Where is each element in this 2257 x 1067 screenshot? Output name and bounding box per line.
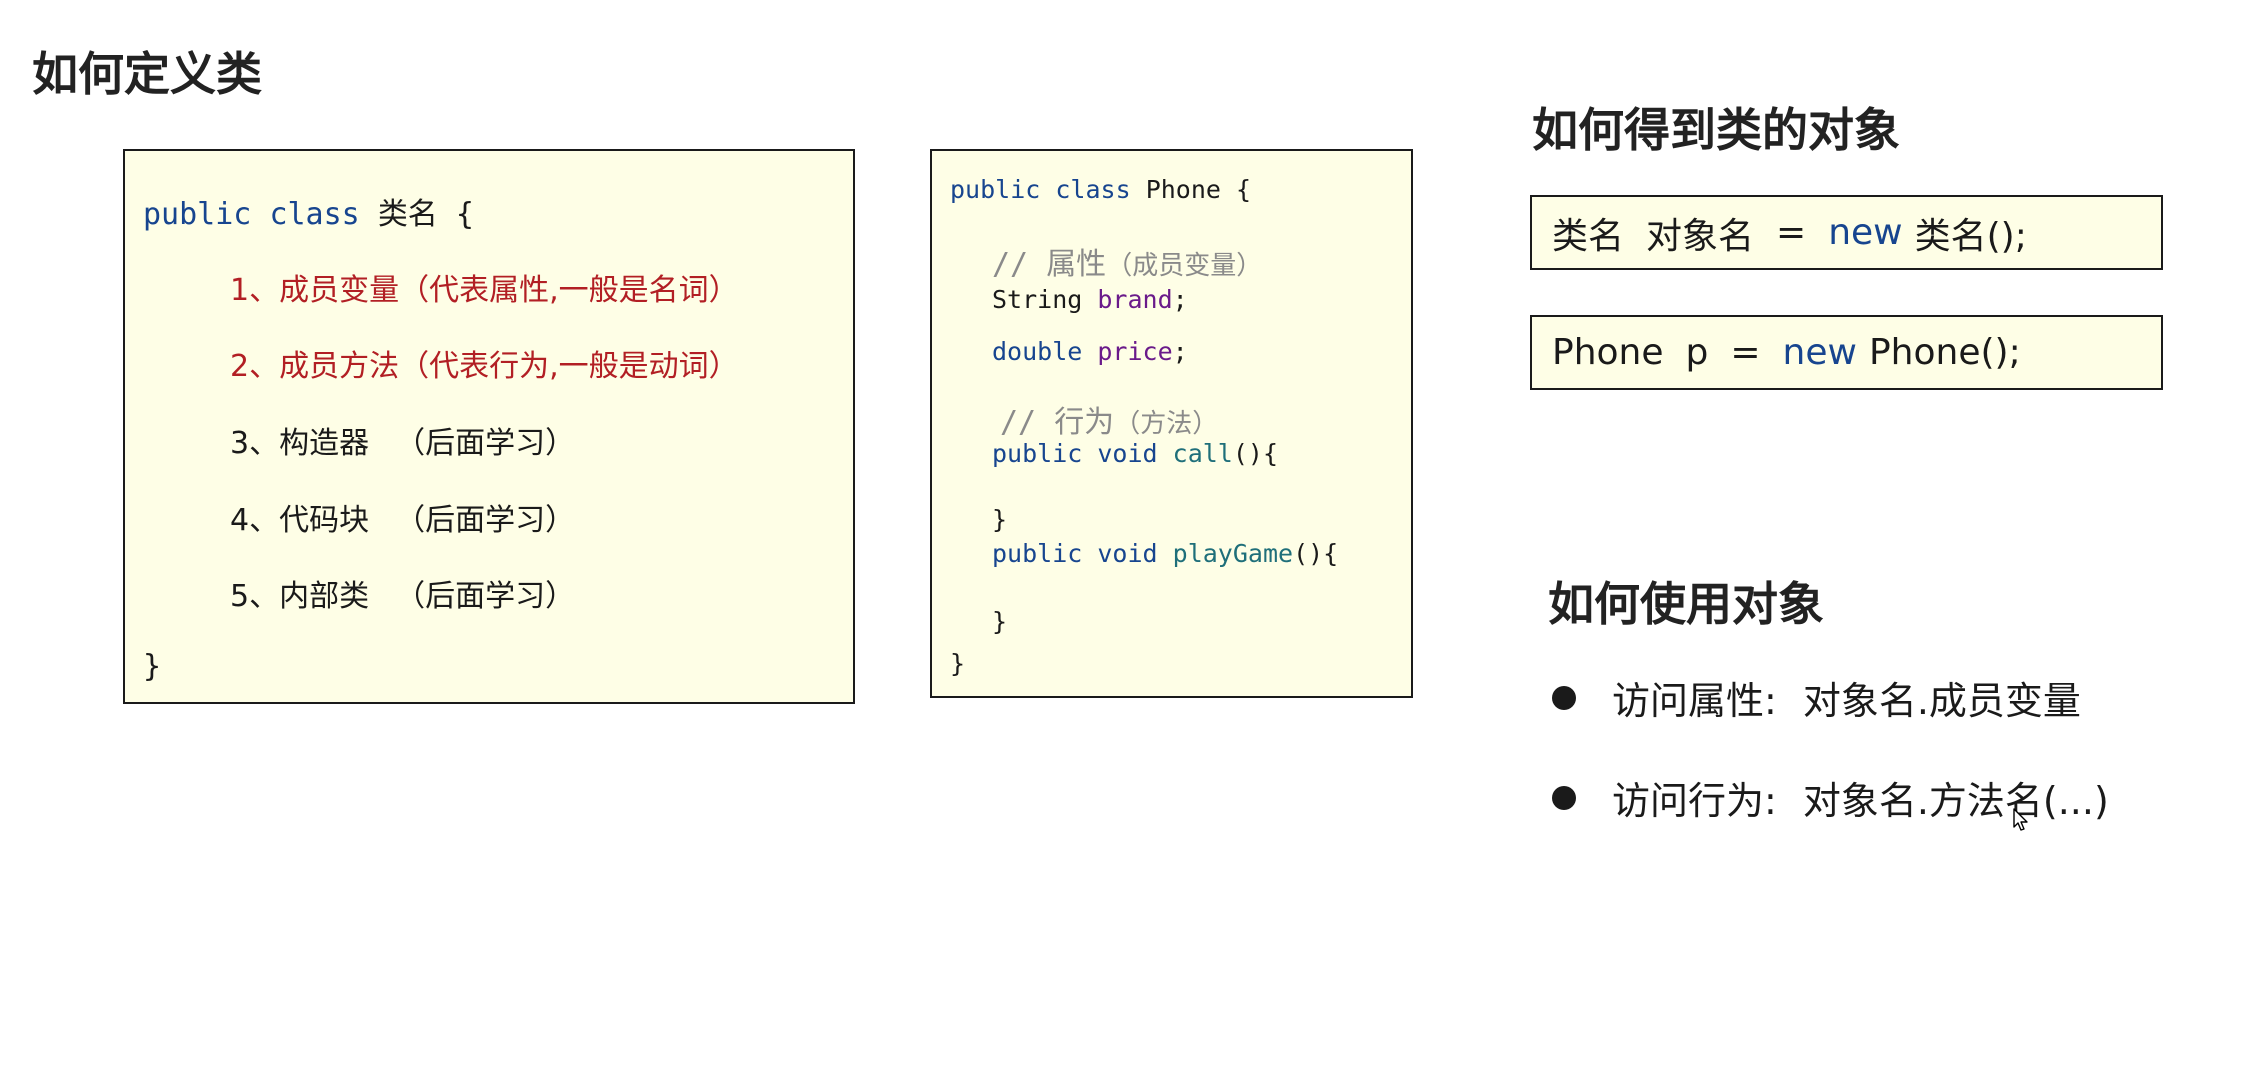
statement-equals: =: [1776, 212, 1807, 253]
comment-word: 行为: [1054, 405, 1115, 440]
class-name-placeholder: 类名: [377, 197, 438, 232]
method-name: playGame: [1172, 539, 1294, 568]
comment-word: 属性: [1046, 247, 1107, 282]
class-close-brace: }: [950, 649, 966, 678]
item-number: 2、: [230, 349, 280, 384]
heading-get-object: 如何得到类的对象: [1532, 103, 1900, 157]
semicolon: ;: [1172, 337, 1188, 366]
method-suffix: (){: [1232, 439, 1279, 468]
keyword-public: public: [992, 539, 1083, 568]
close-brace: }: [143, 649, 162, 684]
statement-constructor: Phone();: [1868, 332, 2021, 373]
item-text: 成员变量（代表属性,一般是名词）: [279, 273, 739, 308]
phone-example-box: public class Phone { // 属性（成员变量） String …: [930, 149, 1413, 698]
field-type: String: [992, 285, 1083, 314]
item-text: 内部类: [279, 579, 370, 614]
open-brace: {: [1236, 175, 1252, 204]
phone-class-header: public class Phone {: [950, 175, 1251, 204]
class-template-item: 1、成员变量（代表属性,一般是名词）: [230, 265, 739, 309]
keyword-public: public: [143, 197, 252, 232]
comment-attributes: // 属性（成员变量）: [992, 239, 1262, 283]
field-price: double price;: [992, 337, 1188, 366]
comment-note: （成员变量）: [1106, 251, 1263, 281]
method-name: call: [1172, 439, 1233, 468]
class-template-item: 4、代码块 （后面学习）: [230, 495, 575, 539]
open-brace: {: [455, 197, 474, 232]
object-creation-example: Phone p = new Phone();: [1530, 315, 2163, 390]
class-template-box: public class 类名 { 1、成员变量（代表属性,一般是名词） 2、成…: [123, 149, 855, 704]
statement-equals: =: [1730, 332, 1761, 373]
statement-new-keyword: new: [1782, 332, 1857, 373]
class-name: Phone: [1145, 175, 1221, 204]
item-note: （后面学习）: [395, 579, 576, 614]
bullet-dot-icon: [1552, 785, 1576, 810]
statement-object-name: 对象名: [1646, 215, 1755, 257]
statement-constructor: 类名();: [1914, 215, 2027, 257]
usage-label: 访问属性:: [1612, 679, 1777, 723]
item-note: （后面学习）: [395, 503, 576, 538]
method-suffix: (){: [1293, 539, 1339, 568]
class-template-item: 2、成员方法（代表行为,一般是动词）: [230, 341, 739, 385]
field-brand: String brand;: [992, 285, 1188, 314]
comment-note: （方法）: [1114, 409, 1219, 439]
class-template-header: public class 类名 {: [143, 189, 474, 233]
object-creation-general: 类名 对象名 = new 类名();: [1530, 195, 2163, 270]
heading-define-class: 如何定义类: [32, 47, 262, 101]
method-close-brace: }: [992, 607, 1008, 636]
item-text: 成员方法（代表行为,一般是动词）: [279, 349, 739, 384]
mouse-pointer-icon: [2013, 808, 2028, 831]
statement-object-name: p: [1685, 332, 1709, 373]
statement-class-name: 类名: [1552, 215, 1625, 257]
keyword-public: public: [950, 175, 1041, 204]
field-name: brand: [1097, 285, 1173, 314]
usage-value: 对象名.方法名(...): [1802, 779, 2109, 823]
keyword-class: class: [1055, 175, 1131, 204]
method-close-brace: }: [992, 505, 1008, 534]
field-type: double: [992, 337, 1083, 366]
statement-new-keyword: new: [1828, 212, 1903, 253]
usage-item-attribute: 访问属性: 对象名.成员变量: [1552, 670, 2081, 725]
item-text: 代码块: [279, 503, 370, 538]
bullet-dot-icon: [1552, 685, 1576, 710]
keyword-void: void: [1097, 439, 1158, 468]
comment-slashes: //: [1000, 405, 1055, 440]
heading-use-object: 如何使用对象: [1548, 577, 1824, 631]
class-template-item: 5、内部类 （后面学习）: [230, 571, 575, 615]
keyword-class: class: [269, 197, 360, 232]
usage-item-behavior: 访问行为: 对象名.方法名(...): [1552, 770, 2109, 825]
comment-behavior: // 行为（方法）: [1000, 397, 1218, 441]
method-call: public void call(){: [992, 439, 1278, 468]
semicolon: ;: [1172, 285, 1188, 314]
item-number: 4、: [230, 503, 280, 538]
item-number: 1、: [230, 273, 280, 308]
comment-slashes: //: [992, 247, 1047, 282]
class-template-item: 3、构造器 （后面学习）: [230, 418, 575, 462]
usage-value: 对象名.成员变量: [1802, 679, 2081, 723]
item-text: 构造器: [279, 426, 370, 461]
statement-class-name: Phone: [1552, 332, 1664, 373]
keyword-public: public: [992, 439, 1083, 468]
method-playgame: public void playGame(){: [992, 539, 1338, 568]
item-note: （后面学习）: [395, 426, 576, 461]
item-number: 5、: [230, 579, 280, 614]
usage-label: 访问行为:: [1612, 779, 1777, 823]
item-number: 3、: [230, 426, 280, 461]
keyword-void: void: [1097, 539, 1158, 568]
field-name: price: [1097, 337, 1173, 366]
